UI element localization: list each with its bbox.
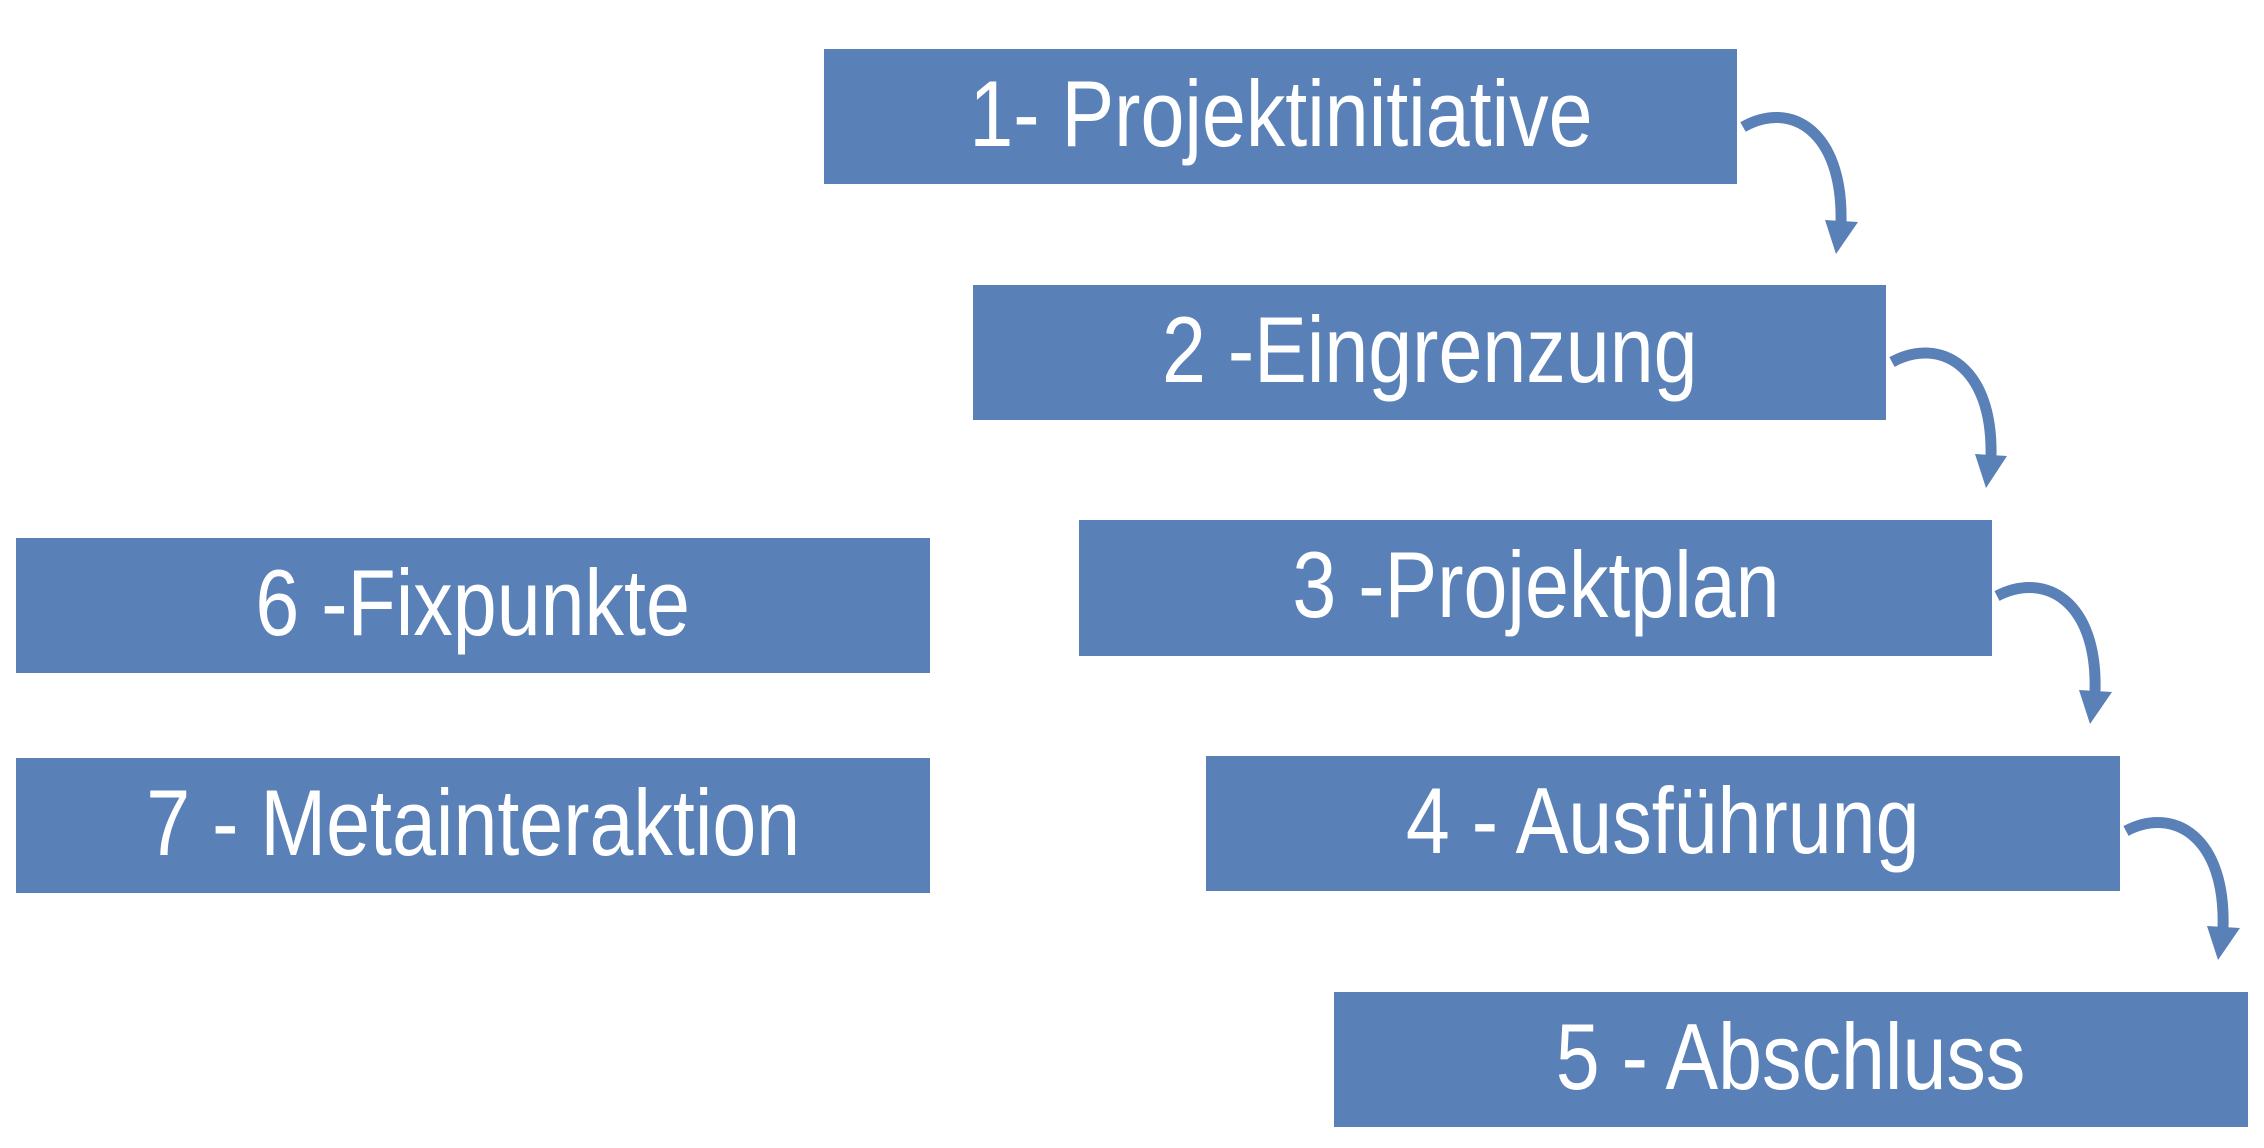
curved-arrow-down-icon (1994, 582, 2112, 724)
step-box-eingrenzung: 2 -Eingrenzung (973, 285, 1886, 420)
side-box-fixpunkte: 6 -Fixpunkte (16, 538, 930, 673)
step-box-projektplan: 3 -Projektplan (1079, 520, 1992, 656)
curved-arrow-down-icon (1740, 112, 1858, 254)
step-label: 3 -Projektplan (1291, 532, 1780, 637)
side-label: 6 -Fixpunkte (255, 549, 691, 655)
curved-arrow-down-icon (2123, 817, 2240, 960)
step-box-projektinitiative: 1- Projektinitiative (824, 49, 1737, 184)
step-box-ausfuehrung: 4 - Ausführung (1206, 756, 2120, 891)
curved-arrow-down-icon (1889, 347, 2007, 488)
step-label: 4 - Ausführung (1406, 767, 1920, 873)
step-label: 1- Projektinitiative (968, 60, 1593, 166)
step-label: 2 -Eingrenzung (1161, 296, 1698, 402)
step-label: 5 - Abschluss (1556, 1003, 2026, 1109)
step-box-abschluss: 5 - Abschluss (1334, 992, 2248, 1127)
side-label: 7 - Metainteraktion (146, 769, 800, 875)
side-box-metainteraktion: 7 - Metainteraktion (16, 758, 930, 893)
